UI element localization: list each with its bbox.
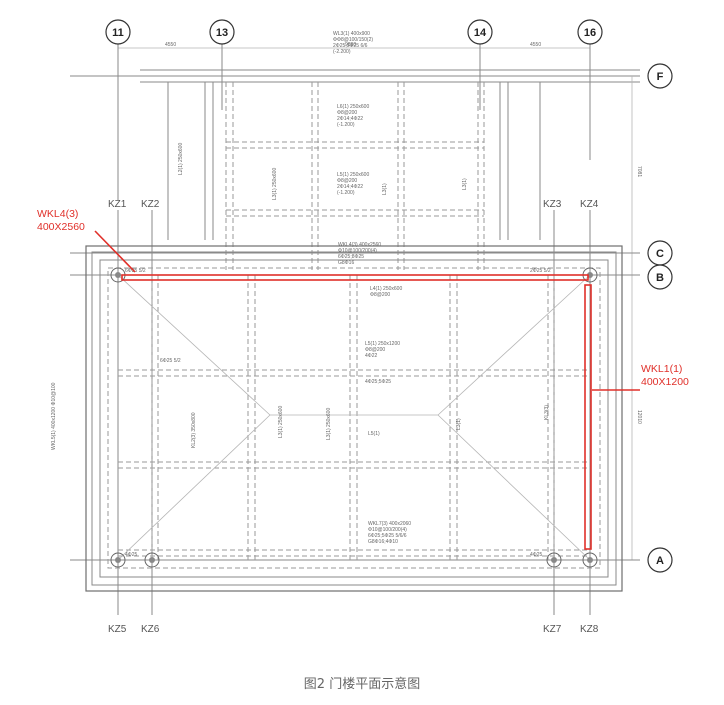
column-label-kz4: KZ4 xyxy=(580,199,599,210)
callout-wkl1: WKL1(1) 400X1200 xyxy=(641,363,689,388)
top-dimensions: 4550 9890 4550 7081 12010 xyxy=(117,42,642,560)
svg-text:Φ10@100/200(4): Φ10@100/200(4) xyxy=(368,527,407,533)
column-label-kz5: KZ5 xyxy=(108,624,127,635)
svg-text:2Φ14;4Φ22: 2Φ14;4Φ22 xyxy=(337,184,363,190)
svg-text:L2(1) 250x600: L2(1) 250x600 xyxy=(178,143,184,175)
beam-wkl1-highlight xyxy=(584,284,592,550)
dim-right-mid: 12010 xyxy=(636,410,642,424)
svg-text:L4(1) 250x600: L4(1) 250x600 xyxy=(370,286,402,292)
svg-text:ΦΦ8@100/150(2): ΦΦ8@100/150(2) xyxy=(333,37,373,43)
svg-text:L5(1) 250x1200: L5(1) 250x1200 xyxy=(365,341,400,347)
column-label-kz7: KZ7 xyxy=(543,624,562,635)
main-slab: WKL4(3) 400x2560 Φ10@100/200(4) 6Φ25;8Φ2… xyxy=(51,242,623,592)
svg-text:G8Φ16: G8Φ16 xyxy=(338,260,354,266)
svg-text:4Φ22: 4Φ22 xyxy=(365,353,378,359)
figure-caption: 图2 门楼平面示意图 xyxy=(303,677,421,692)
column-kz5 xyxy=(110,552,126,568)
svg-text:(-1.200): (-1.200) xyxy=(337,122,355,128)
svg-text:Φ8@200: Φ8@200 xyxy=(337,178,357,184)
svg-text:G8Φ16;4Φ10: G8Φ16;4Φ10 xyxy=(368,539,398,545)
grid-lines xyxy=(70,44,640,615)
svg-text:L3(1): L3(1) xyxy=(382,183,388,195)
highlighted-beams xyxy=(94,230,640,550)
svg-text:4Φ25: 4Φ25 xyxy=(125,552,138,558)
callout-wkl1-name: WKL1(1) xyxy=(641,363,682,375)
svg-text:WL3(1) 400x900: WL3(1) 400x900 xyxy=(333,31,370,37)
axis-bubbles: 11 13 14 16 F C B A xyxy=(105,19,673,573)
beam-wkl4-highlight xyxy=(121,274,589,281)
svg-text:Φ10@100/200(4): Φ10@100/200(4) xyxy=(338,248,377,254)
svg-text:L6(1) 250x600: L6(1) 250x600 xyxy=(337,104,369,110)
svg-text:(-2.200): (-2.200) xyxy=(333,49,351,55)
svg-text:6Φ25;8Φ25: 6Φ25;8Φ25 xyxy=(338,254,364,260)
svg-text:2Φ25 5/2: 2Φ25 5/2 xyxy=(530,268,551,274)
axis-bubble-13: 13 xyxy=(209,19,235,45)
svg-text:14: 14 xyxy=(474,27,487,39)
svg-text:KL2(3) 350x800: KL2(3) 350x800 xyxy=(191,412,197,448)
svg-text:Φ8@200: Φ8@200 xyxy=(365,347,385,353)
axis-bubble-b: B xyxy=(647,264,673,290)
column-label-kz2: KZ2 xyxy=(141,199,160,210)
svg-text:L5(1): L5(1) xyxy=(368,431,380,437)
column-kz6 xyxy=(144,552,160,568)
axis-bubble-16: 16 xyxy=(577,19,603,45)
svg-text:L3(1): L3(1) xyxy=(462,178,468,190)
axis-bubble-14: 14 xyxy=(467,19,493,45)
axis-bubble-f: F xyxy=(647,63,673,89)
svg-text:B: B xyxy=(656,272,664,284)
svg-text:11: 11 xyxy=(112,27,124,39)
svg-text:L5(1) 250x600: L5(1) 250x600 xyxy=(337,172,369,178)
svg-text:13: 13 xyxy=(216,27,228,39)
column-kz8 xyxy=(582,552,598,568)
callout-wkl1-size: 400X1200 xyxy=(641,376,689,388)
svg-text:WKL7(3) 400x2060: WKL7(3) 400x2060 xyxy=(368,521,411,527)
axis-bubble-c: C xyxy=(647,240,673,266)
column-markers xyxy=(110,267,598,568)
wkl4-leader-line xyxy=(94,230,136,273)
svg-text:L3(1) 250x600: L3(1) 250x600 xyxy=(278,406,284,438)
svg-text:F: F xyxy=(657,71,664,83)
svg-text:L3(1): L3(1) xyxy=(456,418,462,430)
svg-text:4Φ25;5Φ25: 4Φ25;5Φ25 xyxy=(365,379,391,385)
callout-wkl4-name: WKL4(3) xyxy=(37,208,78,220)
svg-text:C: C xyxy=(656,248,664,260)
svg-text:L3(1) 250x600: L3(1) 250x600 xyxy=(272,168,278,200)
svg-text:Φ8@200: Φ8@200 xyxy=(370,292,390,298)
dim-right-top: 7081 xyxy=(636,166,642,177)
column-label-kz8: KZ8 xyxy=(580,624,599,635)
svg-text:(-1.200): (-1.200) xyxy=(337,190,355,196)
upper-structure: WL3(1) 400x900 ΦΦ8@100/150(2) 2Φ25;5Φ25 … xyxy=(70,31,640,270)
axis-bubble-a: A xyxy=(647,547,673,573)
column-kz7 xyxy=(546,552,562,568)
svg-text:Φ8@200: Φ8@200 xyxy=(337,110,357,116)
callout-wkl4: WKL4(3) 400X2560 xyxy=(37,208,85,233)
svg-text:6Φ25 5/2: 6Φ25 5/2 xyxy=(125,268,146,274)
svg-text:WKL5(1) 400x1200 Φ10@100: WKL5(1) 400x1200 Φ10@100 xyxy=(51,382,57,450)
callout-wkl4-size: 400X2560 xyxy=(37,221,85,233)
svg-text:A: A xyxy=(656,555,664,567)
svg-text:16: 16 xyxy=(584,27,596,39)
svg-text:6Φ25;5Φ25 5/6/6: 6Φ25;5Φ25 5/6/6 xyxy=(368,533,407,539)
dim-top-right: 4550 xyxy=(530,42,541,48)
svg-text:4Φ25: 4Φ25 xyxy=(530,552,543,558)
column-label-kz6: KZ6 xyxy=(141,624,160,635)
svg-text:KL3(3): KL3(3) xyxy=(544,405,550,420)
column-labels: KZ1 KZ2 KZ3 KZ4 KZ5 KZ6 KZ7 KZ8 xyxy=(108,199,599,635)
svg-text:2Φ25;5Φ25 6/6: 2Φ25;5Φ25 6/6 xyxy=(333,43,368,49)
svg-text:L3(1) 250x600: L3(1) 250x600 xyxy=(326,408,332,440)
dim-top-mid: 9890 xyxy=(345,42,356,48)
dim-top-left: 4550 xyxy=(165,42,176,48)
column-label-kz1: KZ1 xyxy=(108,199,127,210)
svg-text:WKL4(3) 400x2560: WKL4(3) 400x2560 xyxy=(338,242,381,248)
axis-bubble-11: 11 xyxy=(105,19,131,45)
svg-text:6Φ25 5/2: 6Φ25 5/2 xyxy=(160,358,181,364)
svg-text:2Φ14;4Φ22: 2Φ14;4Φ22 xyxy=(337,116,363,122)
column-label-kz3: KZ3 xyxy=(543,199,562,210)
